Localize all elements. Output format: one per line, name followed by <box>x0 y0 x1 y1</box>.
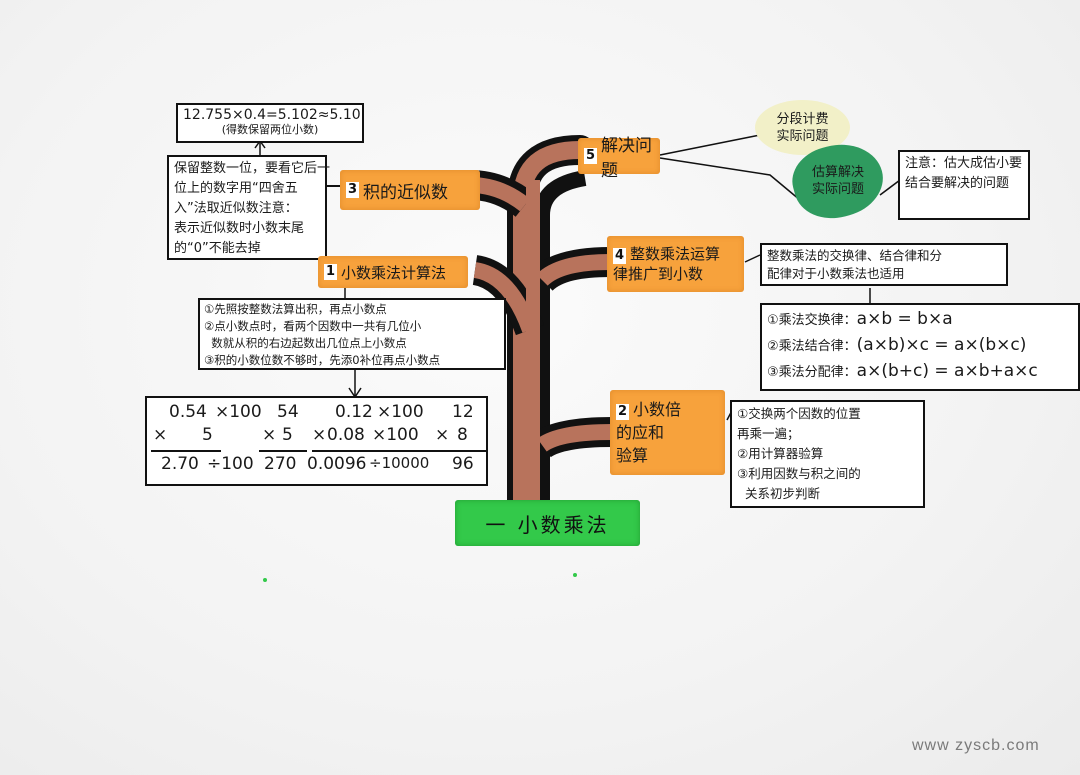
calculation-examples-box: 0.54 ×100 × 5 2.70 ÷100 54 × 5 270 0.12 … <box>145 396 488 486</box>
example-approx-box: 12.755×0.4=5.102≈5.10 (得数保留两位小数) <box>176 103 364 143</box>
branch-1-node: 1 小数乘法计算法 <box>318 256 468 288</box>
note-estimation: 注意：估大成估小要结合要解决的问题 <box>898 150 1030 220</box>
branch-5-number: 5 <box>584 148 598 164</box>
branch-1-title: 小数乘法计算法 <box>341 263 447 282</box>
root-node: 一 小数乘法 <box>455 500 640 546</box>
watermark: www zyscb.com <box>912 737 1040 754</box>
note-verification: ①交换两个因数的位置 再乘一遍； ②用计算器验算 ③利用因数与积之间的 关系初步… <box>730 400 925 508</box>
branch-5-node: 5 解决问题 <box>578 136 660 181</box>
branch-3-node: 3 积的近似数 <box>340 170 480 210</box>
multiplication-rules-box: ①先照按整数法算出积，再点小数点 ②点小数点时，看两个因数中一共有几位小 数就从… <box>198 298 506 370</box>
laws-box: ①乘法交换律：a×b = b×a ②乘法结合律：(a×b)×c = a×(b×c… <box>760 303 1080 391</box>
branch-3-title: 积的近似数 <box>363 182 449 203</box>
note-laws-apply: 整数乘法的交换律、结合律和分 配律对于小数乘法也适用 <box>760 243 1008 286</box>
note-approx-rules: 保留整数一位，要看它后一 位上的数字用“四舍五 入”法取近似数注意： 表示近似数… <box>167 155 330 260</box>
root-label: 一 小数乘法 <box>485 512 610 537</box>
branch-5-title: 解决问题 <box>601 136 653 181</box>
